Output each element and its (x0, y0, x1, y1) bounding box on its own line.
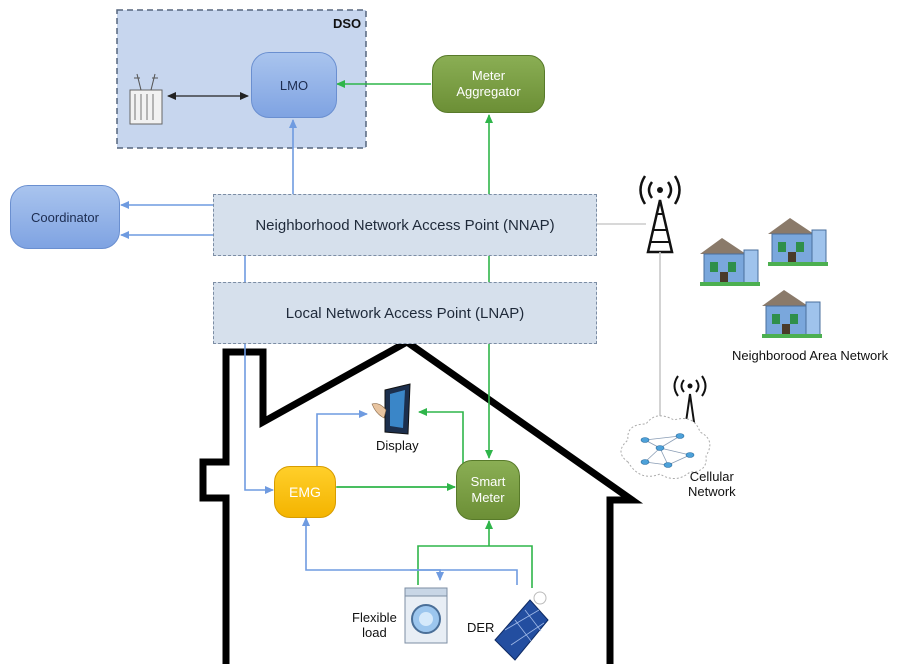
dso-title: DSO (333, 16, 362, 31)
emg-to-display-link (316, 410, 368, 472)
der-label: DER (467, 620, 495, 635)
meter-aggregator-label: Meter Aggregator (456, 68, 521, 99)
neighborhood-area-network-label: Neighborood Area Network (732, 348, 889, 363)
nnap-box: Neighborhood Network Access Point (NNAP) (213, 194, 597, 256)
lnap-box: Local Network Access Point (LNAP) (213, 282, 597, 344)
devices-to-meter-link (417, 545, 533, 588)
nnap-label: Neighborhood Network Access Point (NNAP) (255, 216, 555, 234)
washing-machine-icon (404, 587, 448, 644)
house-icon-2 (768, 218, 828, 266)
solar-panel-icon (494, 591, 549, 661)
emg-to-devices-link (302, 517, 518, 585)
smart-meter-label: Smart Meter (470, 474, 506, 505)
lmo-node: LMO (251, 52, 337, 118)
display-icon (371, 383, 411, 435)
meter-aggregator-node: Meter Aggregator (432, 55, 545, 113)
emg-to-flexload-link (410, 569, 444, 581)
house-icon-3 (762, 290, 822, 338)
coordinator-node: Coordinator (10, 185, 120, 249)
display-label: Display (376, 438, 419, 453)
smart-meter-node: Smart Meter (456, 460, 520, 520)
lmo-label: LMO (279, 77, 309, 93)
lnap-label: Local Network Access Point (LNAP) (285, 304, 525, 322)
meter-to-display-link (418, 408, 464, 470)
coordinator-label: Coordinator (31, 209, 99, 225)
cell-tower-icon (639, 175, 681, 254)
emg-node: EMG (274, 466, 336, 518)
cellular-cloud-icon (620, 415, 711, 479)
transformer-icon (129, 73, 163, 125)
house-icon-1 (700, 238, 760, 286)
cellular-network-label: Cellular Network (688, 469, 736, 499)
emg-label: EMG (289, 484, 321, 500)
flexible-load-label: Flexible load (352, 610, 397, 640)
